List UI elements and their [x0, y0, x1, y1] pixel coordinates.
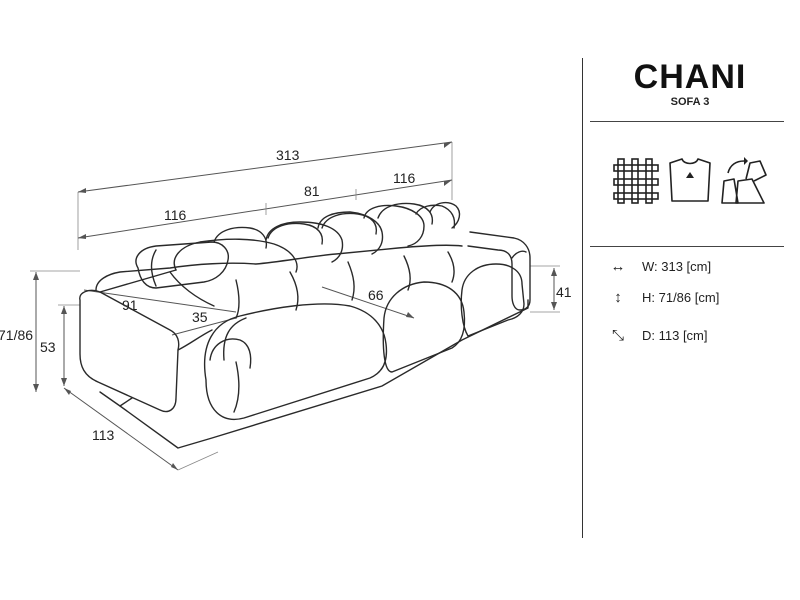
title-divider — [590, 121, 784, 122]
right-armrest — [467, 231, 531, 311]
spec-depth: ⤡ D: 113 [cm] — [600, 323, 790, 347]
icons-divider — [590, 246, 784, 247]
front-seat-cushion-right — [460, 263, 525, 337]
headrest-left — [135, 241, 229, 289]
left-section-label: 116 — [164, 207, 187, 223]
back-cushion-left — [173, 238, 298, 273]
total-depth-label: 113 — [92, 427, 115, 443]
total-width-dimension: 313 — [77, 141, 453, 250]
front-seat-cushion-left — [204, 303, 388, 420]
headrest-cushion-1 — [213, 226, 268, 249]
total-depth-dimension: 113 — [63, 387, 219, 471]
section-width-dimensions: 116 81 116 — [77, 170, 453, 239]
middle-section-label: 81 — [304, 183, 320, 199]
front-seat-cushion-middle — [382, 281, 466, 373]
product-subtitle: SOFA 3 — [670, 96, 710, 108]
seat-length-label: 66 — [368, 287, 384, 303]
spec-depth-label: D: 113 [cm] — [642, 327, 708, 343]
back-cushion-right — [363, 204, 425, 247]
back-cushion-mid-left — [265, 221, 344, 263]
headrest-cushion-2 — [267, 222, 324, 245]
sofa-base — [99, 299, 529, 449]
headrest-cushion-5 — [429, 201, 461, 229]
seat-length-dimension: 66 — [321, 286, 415, 319]
panel-divider — [582, 58, 583, 538]
back-cushion-mid-right — [317, 211, 384, 255]
product-name: CHANI — [633, 58, 747, 96]
sofa-outline — [79, 201, 531, 449]
seat-depth-label: 91 — [122, 297, 138, 313]
vertical-arrow-icon: ↕ — [614, 288, 622, 306]
total-height-dimension: 71/86 — [0, 270, 80, 392]
diagonal-arrow-icon: ⤡ — [611, 326, 624, 344]
woven-frame-icon — [610, 155, 662, 207]
spec-width-label: W: 313 [cm] — [642, 258, 712, 274]
right-section-label: 116 — [393, 170, 416, 186]
horizontal-arrow-icon: ↔ — [610, 257, 626, 275]
armrest-label: 35 — [192, 309, 208, 325]
seat-height-dimension: 53 — [40, 304, 80, 386]
spec-width: ↔ W: 313 [cm] — [600, 254, 790, 278]
arm-height-label: 41 — [556, 284, 572, 300]
left-armrest — [79, 289, 180, 413]
adjustable-headrest-icon — [718, 155, 770, 207]
seat-height-label: 53 — [40, 339, 56, 355]
back-cushion-row-lower — [95, 244, 463, 291]
arm-height-dimension: 41 — [530, 265, 572, 313]
headrest-cushion-3 — [321, 212, 378, 235]
headrest-cushion-4 — [377, 202, 434, 225]
armrest-dimension: 35 — [171, 309, 237, 336]
spec-height: ↕ H: 71/86 [cm] — [600, 285, 790, 309]
total-height-label: 71/86 — [0, 327, 33, 343]
spec-height-label: H: 71/86 [cm] — [642, 289, 720, 305]
total-width-label: 313 — [276, 147, 300, 163]
tshirt-fabric-icon — [664, 155, 716, 207]
left-arm-roll — [209, 338, 252, 369]
seat-depth-dimension: 91 — [83, 289, 237, 313]
